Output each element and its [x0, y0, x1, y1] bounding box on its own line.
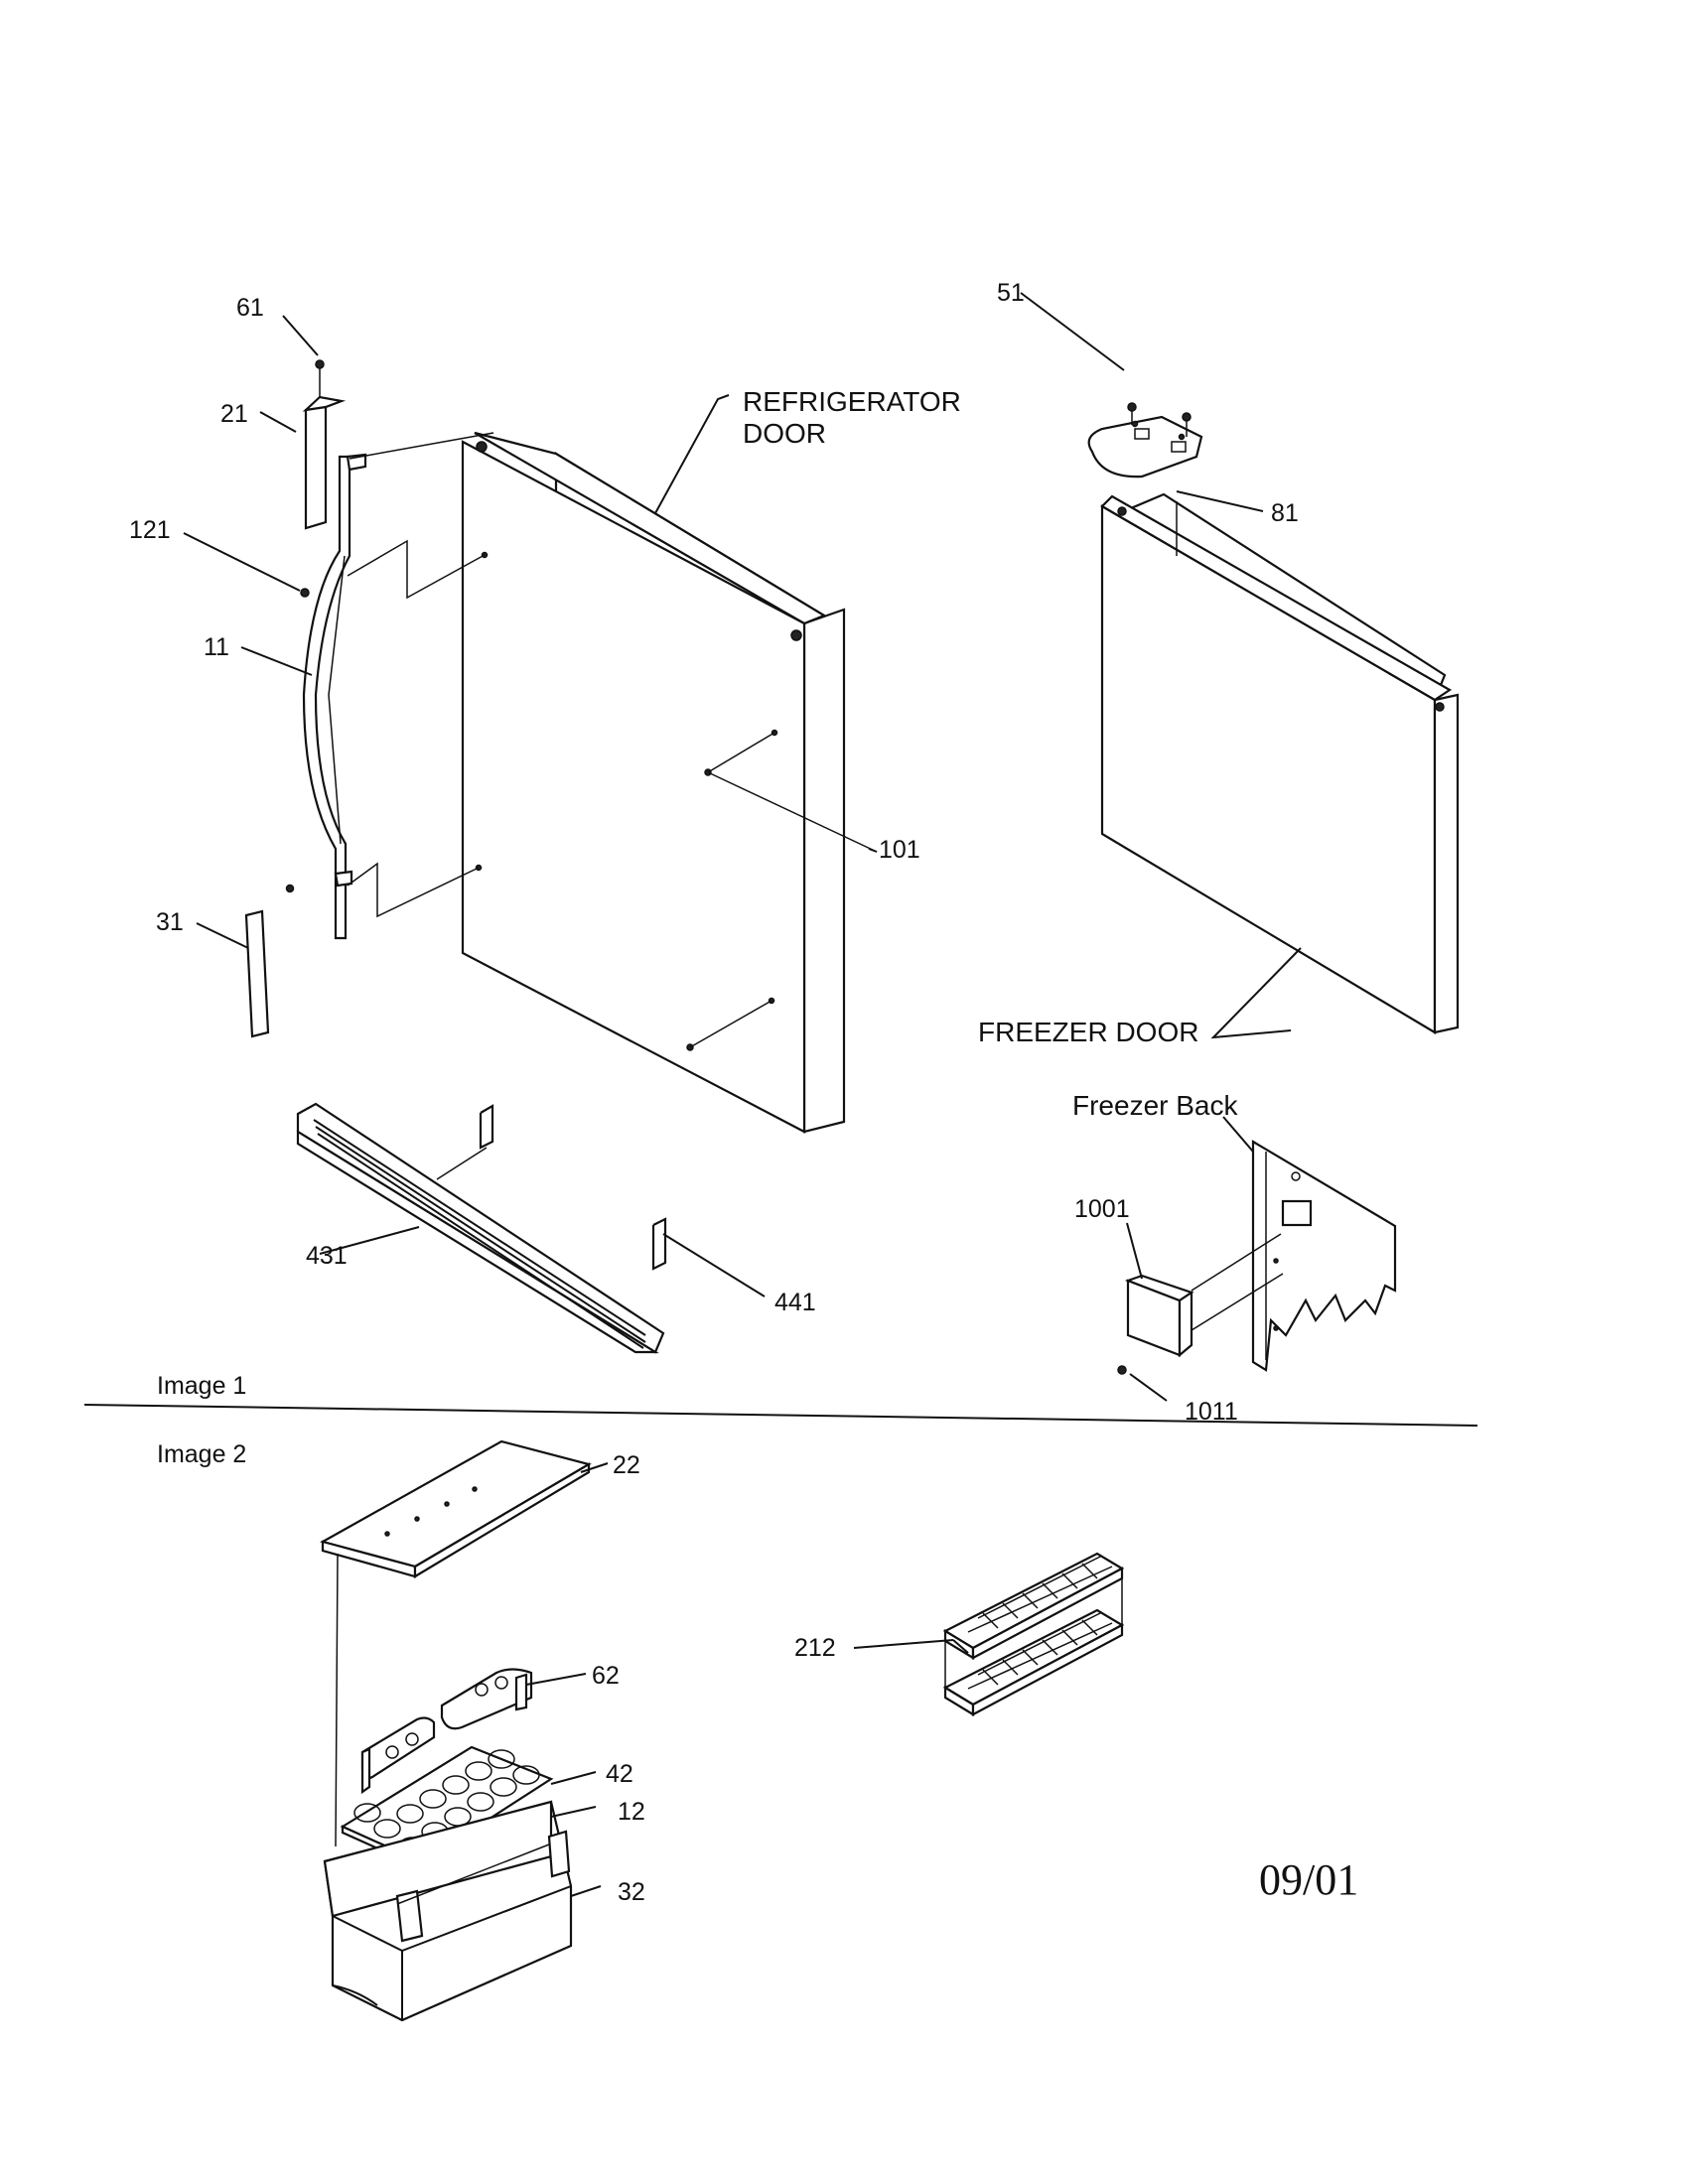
egg-tray-dividers	[360, 1668, 533, 1795]
label-freezer-door: FREEZER DOOR	[978, 1017, 1198, 1047]
ice-trays	[942, 1552, 1125, 1716]
revision-date: 09/01	[1259, 1855, 1358, 1904]
label-22: 22	[613, 1451, 640, 1479]
freezer-filter	[1124, 1233, 1284, 1358]
kickplate-trim	[296, 1102, 665, 1354]
label-31: 31	[156, 908, 184, 936]
label-42: 42	[606, 1760, 633, 1788]
label-61: 61	[236, 294, 264, 322]
dairy-bin	[323, 1800, 573, 2022]
handle-bottom-cap	[244, 884, 295, 1038]
trim-clips	[436, 1104, 667, 1271]
label-431: 431	[306, 1242, 348, 1270]
section-divider	[83, 1404, 1478, 1427]
label-12: 12	[618, 1798, 645, 1826]
label-121: 121	[129, 516, 171, 544]
label-image-2: Image 2	[157, 1440, 246, 1468]
label-refrigerator-door-1: REFRIGERATOR	[743, 386, 961, 417]
label-freezer-back: Freezer Back	[1072, 1090, 1238, 1121]
label-212: 212	[794, 1634, 836, 1662]
refrigerator-door	[461, 431, 846, 1134]
label-image-1: Image 1	[157, 1372, 246, 1400]
label-81: 81	[1271, 499, 1299, 527]
label-11: 11	[204, 633, 229, 661]
label-1001: 1001	[1074, 1195, 1130, 1223]
label-refrigerator-door-2: DOOR	[743, 418, 826, 449]
label-101: 101	[879, 836, 920, 864]
label-1011: 1011	[1185, 1398, 1238, 1426]
label-62: 62	[592, 1662, 620, 1690]
freezer-back-panel	[1251, 1140, 1397, 1372]
label-32: 32	[618, 1878, 645, 1906]
door-handle	[302, 453, 367, 940]
label-21: 21	[220, 400, 248, 428]
freezer-door	[1100, 492, 1460, 1034]
label-441: 441	[774, 1289, 816, 1316]
handle-top-cap	[302, 359, 347, 530]
label-51: 51	[997, 279, 1025, 307]
freezer-hinge-cover	[1087, 402, 1203, 478]
shelf-lid	[320, 1439, 592, 1578]
